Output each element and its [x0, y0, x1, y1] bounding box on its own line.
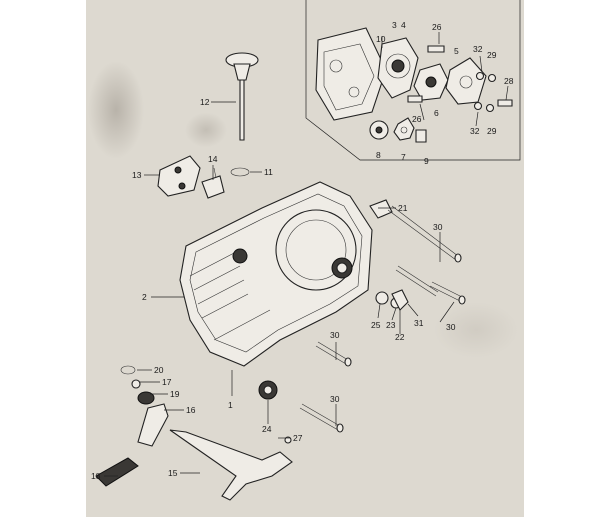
callout-6: 6 — [434, 108, 439, 118]
callout-23: 23 — [386, 320, 396, 330]
callout-25: 25 — [371, 320, 381, 330]
callout-16: 16 — [186, 405, 196, 415]
callout-15: 15 — [168, 468, 178, 478]
callout-28: 28 — [504, 76, 514, 86]
callout-labels: 1 2 3 4 5 6 7 8 9 10 11 12 13 14 15 16 1… — [91, 20, 514, 481]
callout-30-middle-bolt: 30 — [330, 330, 340, 340]
callout-30-right-bolt: 30 — [446, 322, 456, 332]
callout-14: 14 — [208, 154, 218, 164]
callout-22: 22 — [395, 332, 405, 342]
cover-bolts-and-seals — [258, 199, 466, 444]
callout-24: 24 — [262, 424, 272, 434]
callout-27: 27 — [293, 433, 303, 443]
callout-13: 13 — [132, 170, 142, 180]
callout-29-top: 29 — [487, 50, 497, 60]
callout-4: 4 — [401, 20, 406, 30]
bracket — [157, 155, 201, 197]
callout-18: 18 — [91, 471, 101, 481]
callout-20: 20 — [154, 365, 164, 375]
o-ring — [230, 167, 250, 177]
callout-2: 2 — [142, 292, 147, 302]
kick-start-assembly — [95, 365, 293, 501]
callout-26-lower: 26 — [412, 114, 422, 124]
callout-29-bottom: 29 — [487, 126, 497, 136]
switch — [201, 167, 225, 199]
callout-5: 5 — [454, 46, 459, 56]
callout-32-top: 32 — [473, 44, 483, 54]
leader-lines — [104, 32, 509, 477]
callout-8: 8 — [376, 150, 381, 160]
oil-pump-inset — [305, 0, 521, 161]
callout-3: 3 — [392, 20, 397, 30]
callout-31: 31 — [414, 318, 424, 328]
callout-17: 17 — [162, 377, 172, 387]
callout-26-top: 26 — [432, 22, 442, 32]
callout-1: 1 — [228, 400, 233, 410]
callout-21: 21 — [398, 203, 408, 213]
callout-32-bottom: 32 — [470, 126, 480, 136]
crankcase-cover — [179, 181, 373, 367]
callout-11: 11 — [264, 167, 273, 177]
callout-10: 10 — [376, 34, 386, 44]
callout-19: 19 — [170, 389, 180, 399]
callout-9: 9 — [424, 156, 429, 166]
callout-7: 7 — [401, 152, 406, 162]
oil-dipstick — [225, 52, 259, 141]
callout-12: 12 — [200, 97, 210, 107]
callout-30-lower-bolt: 30 — [330, 394, 340, 404]
callout-30-upper-bolt: 30 — [433, 222, 443, 232]
